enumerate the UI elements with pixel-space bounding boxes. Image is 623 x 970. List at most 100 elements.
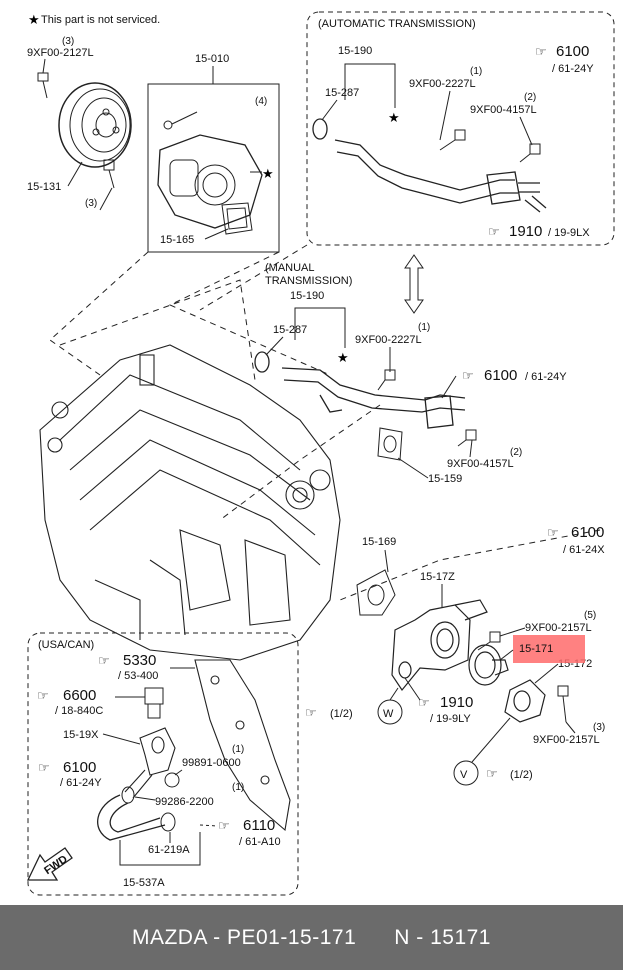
svg-text:6100: 6100 xyxy=(484,367,517,384)
pointing-hand-icon: ☞ xyxy=(305,705,317,720)
ref-usa-6100: ☞ 6100 / 61-24Y xyxy=(38,759,102,789)
pointing-hand-icon: ☞ xyxy=(535,44,547,59)
thermostat-housing xyxy=(391,599,488,692)
star-icon: ★ xyxy=(388,110,400,125)
svg-text:/ 19-9LX: / 19-9LX xyxy=(548,227,590,239)
svg-text:(3): (3) xyxy=(62,36,74,47)
mt-bolt-1 xyxy=(377,369,396,391)
mt-title-1: (MANUAL xyxy=(265,262,315,274)
label-61-219A: 61-219A xyxy=(148,844,190,856)
circle-v: V xyxy=(453,760,479,786)
label-15-537A: 15-537A xyxy=(123,877,165,889)
svg-text:/ 61-24Y: / 61-24Y xyxy=(60,777,102,789)
svg-text:/ 61-24Y: / 61-24Y xyxy=(525,371,567,383)
svg-text:/ 61-24X: / 61-24X xyxy=(563,544,605,556)
svg-text:6100: 6100 xyxy=(556,43,589,60)
svg-text:(3): (3) xyxy=(593,722,605,733)
label-at-15-190: 15-190 xyxy=(338,45,372,57)
label-15-131: 15-131 xyxy=(27,181,61,193)
svg-text:(4): (4) xyxy=(255,96,267,107)
usa-cover-plate xyxy=(194,659,291,832)
mt-gasket-15-159 xyxy=(377,427,403,461)
ref-1910-y: ☞ 1910 / 19-9LY xyxy=(418,694,473,725)
ref-at-6100: ☞ 6100 / 61-24Y xyxy=(535,43,594,75)
not-serviced-note: ★ This part is not serviced. xyxy=(28,12,160,27)
at-box xyxy=(306,11,615,246)
mt-title-2: TRANSMISSION) xyxy=(265,275,352,287)
footer-ref-number: N - 15171 xyxy=(394,925,491,949)
svg-text:6100: 6100 xyxy=(571,524,604,541)
mt-bolt-2 xyxy=(457,429,477,447)
circle-w: W xyxy=(377,699,403,725)
ref-usa-6110: ☞ 6110 / 61-A10 xyxy=(218,817,281,848)
pointing-hand-icon: ☞ xyxy=(462,368,474,383)
thermostat xyxy=(468,644,509,686)
pointing-hand-icon: ☞ xyxy=(38,760,50,775)
label-bolt-5: 9XF00-2157L xyxy=(525,622,592,634)
part-number-footer: MAZDA - PE01-15-171 N - 15171 xyxy=(0,905,623,970)
thermostat-cover xyxy=(504,679,546,723)
ref-usa-5330: ☞ 5330 / 53-400 xyxy=(98,652,158,682)
parts-diagram: ★ This part is not serviced. (AUTOMATIC … xyxy=(26,11,615,896)
pulley-bolt-bottom xyxy=(103,159,115,189)
pointing-hand-icon: ☞ xyxy=(218,818,230,833)
star-icon: ★ xyxy=(337,350,349,365)
svg-text:V: V xyxy=(460,769,468,781)
label-15-171: 15-171 xyxy=(519,643,553,655)
label-mt-15-287: 15-287 xyxy=(273,324,307,336)
label-usa-bolt2: 99286-2200 xyxy=(155,796,214,808)
footer-part-number: MAZDA - PE01-15-171 xyxy=(131,925,357,949)
at-bolt-2 xyxy=(519,143,541,163)
svg-text:(2): (2) xyxy=(524,92,536,103)
star-icon: ★ xyxy=(28,12,40,27)
label-15-159: 15-159 xyxy=(428,473,462,485)
label-mt-15-190: 15-190 xyxy=(290,290,324,302)
svg-text:(2): (2) xyxy=(510,447,522,458)
svg-text:/ 18-840C: / 18-840C xyxy=(55,705,103,717)
mt-water-pipe xyxy=(254,351,466,429)
svg-text:W: W xyxy=(383,708,394,720)
svg-text:(1): (1) xyxy=(470,66,482,77)
label-15-165: 15-165 xyxy=(160,234,194,246)
note-text: This part is not serviced. xyxy=(41,14,160,26)
svg-text:(1): (1) xyxy=(232,782,244,793)
water-pump xyxy=(157,120,263,229)
label-at-bolt1: 9XF00-2227L xyxy=(409,78,476,90)
svg-text:1910: 1910 xyxy=(440,694,473,711)
usa-title: (USA/CAN) xyxy=(38,639,94,651)
ref-mt-6100: ☞ 6100 / 61-24Y xyxy=(462,367,567,384)
svg-text:(3): (3) xyxy=(85,198,97,209)
gasket-15-169 xyxy=(356,569,396,616)
ref-6100-x: ☞ 6100 / 61-24X xyxy=(547,524,605,556)
pulley xyxy=(58,82,132,168)
usa-bolt-1 xyxy=(164,772,180,788)
svg-text:(1/2): (1/2) xyxy=(510,769,533,781)
svg-text:6100: 6100 xyxy=(63,759,96,776)
double-arrow-icon xyxy=(404,254,424,314)
svg-text:FWD: FWD xyxy=(42,853,70,877)
svg-text:(1/2): (1/2) xyxy=(330,708,353,720)
fwd-arrow-icon: FWD xyxy=(26,847,73,881)
gasket-15-165 xyxy=(221,202,253,235)
label-mt-bolt1: 9XF00-2227L xyxy=(355,334,422,346)
label-15-169: 15-169 xyxy=(362,536,396,548)
svg-text:/ 61-A10: / 61-A10 xyxy=(239,836,281,848)
bolt-3 xyxy=(557,685,569,723)
svg-text:/ 61-24Y: / 61-24Y xyxy=(552,63,594,75)
svg-text:6110: 6110 xyxy=(243,817,275,834)
svg-text:/ 19-9LY: / 19-9LY xyxy=(430,713,471,725)
svg-text:6600: 6600 xyxy=(63,687,96,704)
label-15-010: 15-010 xyxy=(195,53,229,65)
usa-fitting xyxy=(124,727,176,799)
ref-at-1910: ☞ 1910 / 19-9LX xyxy=(488,223,590,240)
at-water-pipe xyxy=(312,118,547,213)
svg-text:(5): (5) xyxy=(584,610,596,621)
engine-block xyxy=(39,344,341,661)
label-15-17Z: 15-17Z xyxy=(420,571,455,583)
label-bolt-3: 9XF00-2157L xyxy=(533,734,600,746)
at-title: (AUTOMATIC TRANSMISSION) xyxy=(318,18,476,30)
pointing-hand-icon: ☞ xyxy=(486,766,498,781)
highlight-15-171 xyxy=(513,635,585,663)
ref-half-1: ☞ (1/2) xyxy=(305,705,353,720)
label-at-15-287: 15-287 xyxy=(325,87,359,99)
